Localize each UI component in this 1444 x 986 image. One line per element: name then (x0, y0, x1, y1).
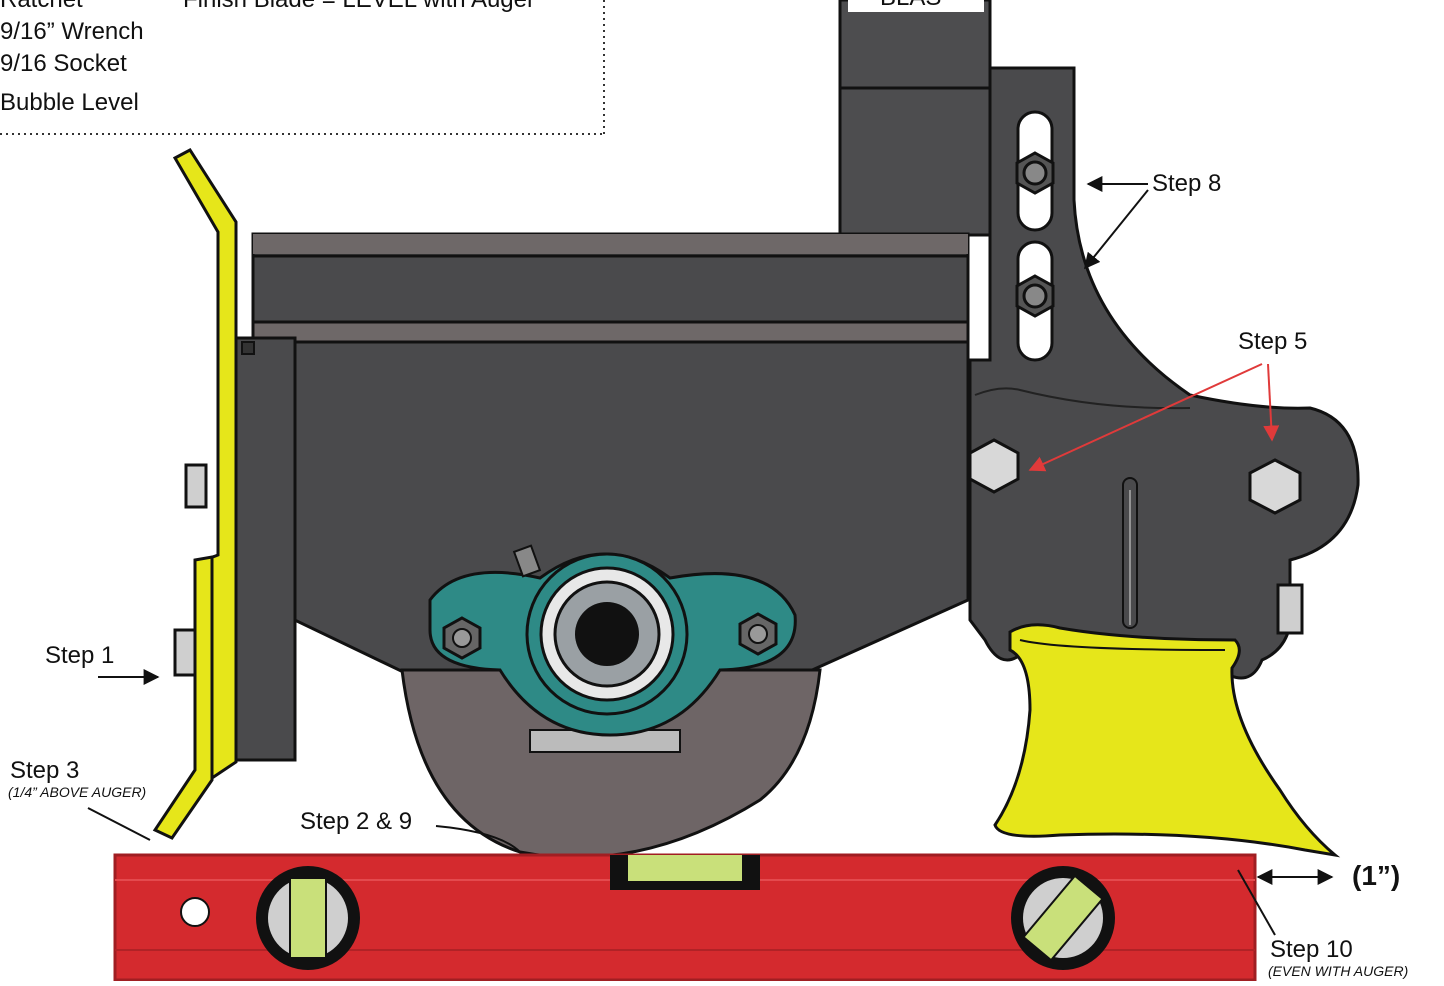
step2-9-label: Step 2 & 9 (300, 808, 413, 835)
tools-box (0, 0, 605, 135)
finish-blade-note: Finish Blade = LEVEL with Auger (183, 0, 535, 14)
finish-blade (152, 148, 238, 840)
step2-leader (435, 825, 521, 853)
step8-label: Step 8 (1152, 170, 1222, 197)
step10-leader (1237, 869, 1276, 936)
bearing-flange (428, 544, 797, 737)
tool-bubble-level: Bubble Level (0, 89, 139, 116)
step3-leader (87, 807, 151, 841)
upright-post (838, 0, 992, 237)
step10-label: Step 10 (1270, 936, 1353, 963)
step5-label: Step 5 (1238, 328, 1308, 355)
step5-arrow-b (1263, 363, 1280, 442)
step5-arrow-a (1028, 363, 1263, 472)
step10-note: (EVEN WITH AUGER) (1268, 963, 1409, 979)
step3-note: (1/4” ABOVE AUGER) (8, 784, 147, 800)
tool-socket: 9/16 Socket (0, 50, 127, 77)
step1-label: Step 1 (45, 642, 115, 669)
tool-ratchet: Ratchet (0, 0, 83, 14)
cut-off-label: BLAS (880, 0, 941, 12)
adjustment-bracket (968, 66, 1360, 680)
dimension-label: (1”) (1352, 860, 1401, 891)
step-arrows (87, 176, 1334, 936)
tool-wrench: 9/16” Wrench (0, 18, 144, 45)
bubble-level (113, 853, 1257, 982)
step8-arrow-b (1083, 189, 1149, 270)
gauge-wheel (400, 668, 822, 859)
step3-label: Step 3 (10, 757, 80, 784)
furrow-shoe (993, 623, 1341, 858)
